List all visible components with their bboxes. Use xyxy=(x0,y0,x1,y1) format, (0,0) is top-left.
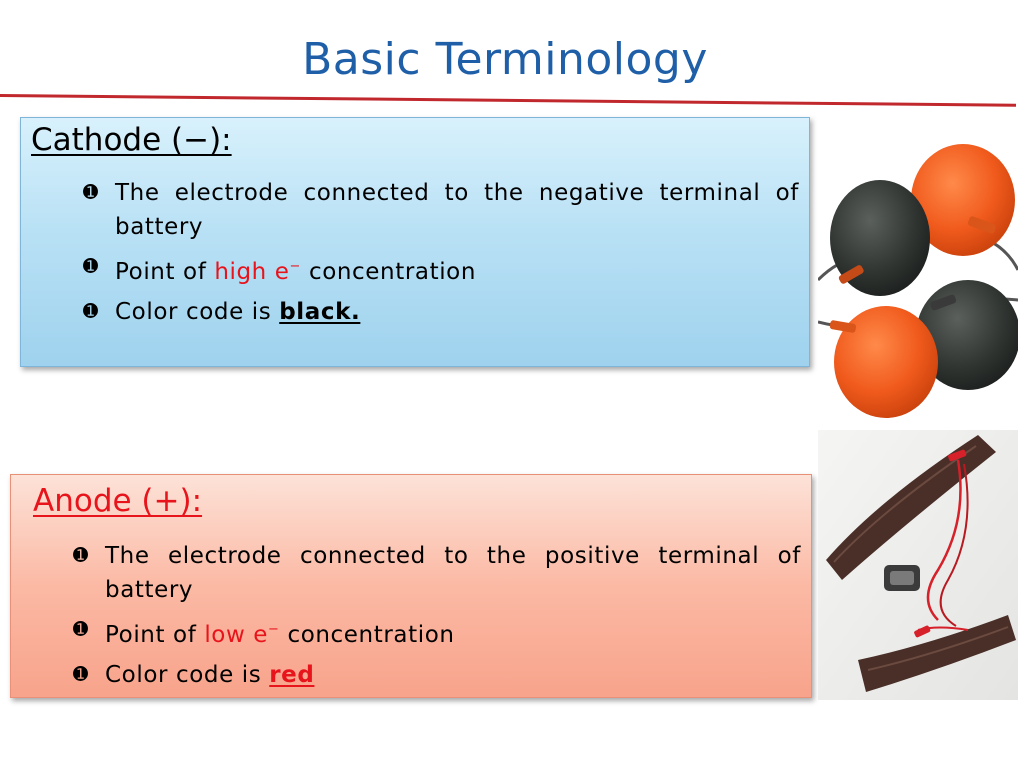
bullet-icon: ➊ xyxy=(83,182,99,203)
anode-box: Anode (+): ➊ The electrode connected to … xyxy=(10,474,812,698)
anode-points: ➊ The electrode connected to the positiv… xyxy=(73,539,801,698)
anode-heading: Anode (+): xyxy=(33,483,203,519)
point-highlight: high e xyxy=(214,259,290,285)
slide-title: Basic Terminology xyxy=(302,34,708,85)
list-item: ➊ Color code is red xyxy=(73,658,801,692)
cathode-box: Cathode (−): ➊ The electrode connected t… xyxy=(20,117,810,367)
title-divider xyxy=(0,94,1016,107)
bullet-icon: ➊ xyxy=(73,619,89,640)
bullet-icon: ➊ xyxy=(73,545,89,566)
point-emphasis: red xyxy=(269,662,315,688)
cathode-heading: Cathode (−): xyxy=(31,122,232,158)
list-item: ➊ The electrode connected to the negativ… xyxy=(83,176,799,244)
point-text: The electrode connected to the positive … xyxy=(105,543,801,603)
point-prefix: Color code is xyxy=(105,662,270,688)
electrode-pads-photo xyxy=(818,130,1018,422)
point-prefix: Point of xyxy=(115,259,215,285)
point-highlight: low e xyxy=(204,622,269,648)
point-superscript: − xyxy=(289,259,302,274)
point-suffix: concentration xyxy=(279,622,455,648)
bullet-icon: ➊ xyxy=(83,301,99,322)
point-emphasis: black. xyxy=(279,299,361,325)
bullet-icon: ➊ xyxy=(73,664,89,685)
point-suffix: concentration xyxy=(301,259,477,285)
bullet-icon: ➊ xyxy=(83,256,99,277)
point-prefix: Point of xyxy=(105,622,205,648)
point-superscript: − xyxy=(268,622,280,637)
point-prefix: Color code is xyxy=(115,299,280,325)
list-item: ➊ Point of high e− concentration xyxy=(83,250,799,289)
list-item: ➊ Color code is black. xyxy=(83,295,799,329)
list-item: ➊ The electrode connected to the positiv… xyxy=(73,539,801,607)
electrode-belts-photo xyxy=(818,430,1018,700)
list-item: ➊ Point of low e− concentration xyxy=(73,613,801,652)
cathode-points: ➊ The electrode connected to the negativ… xyxy=(83,176,799,335)
point-text: The electrode connected to the negative … xyxy=(115,180,799,240)
